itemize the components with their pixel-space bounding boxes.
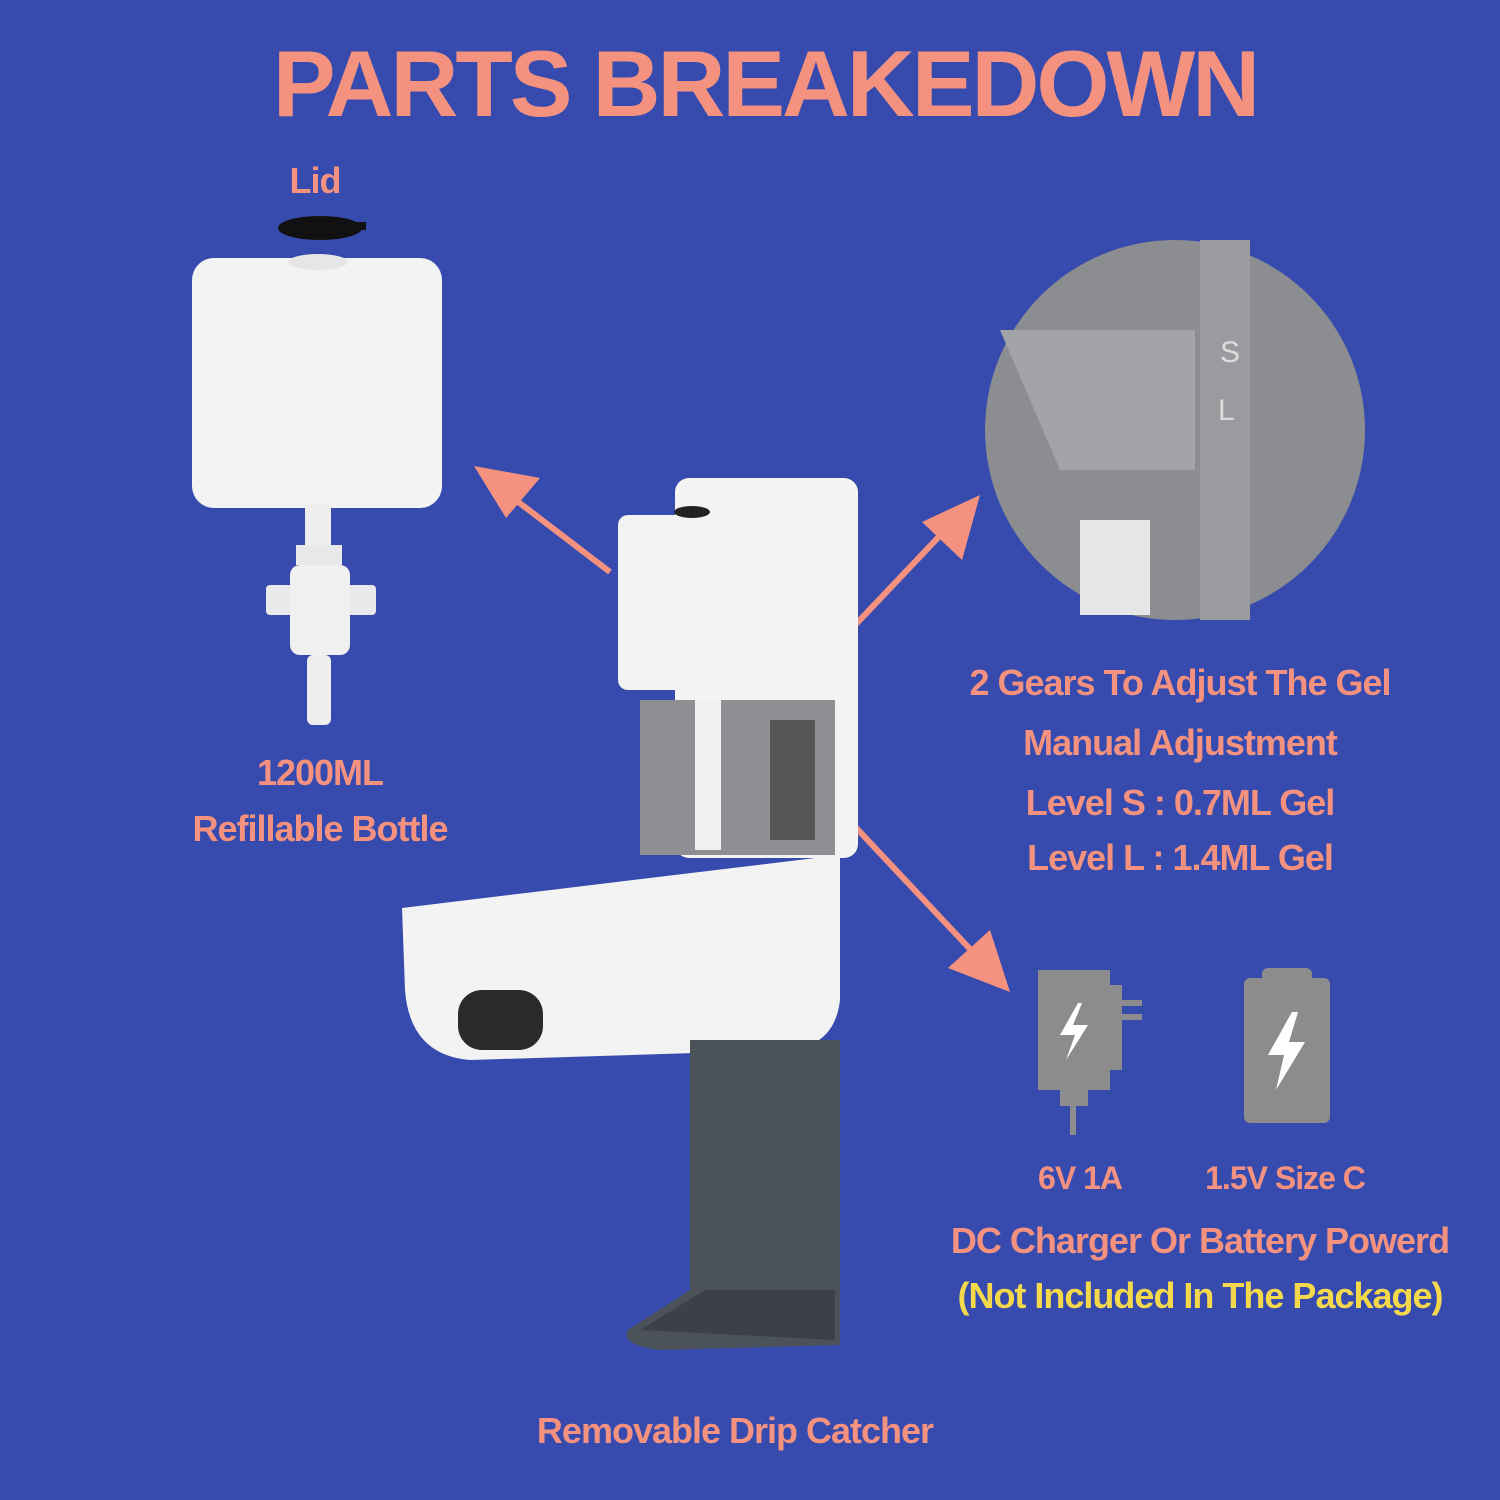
level-s-mark: S <box>1220 336 1240 369</box>
gears-label: 2 Gears To Adjust The Gel <box>969 662 1391 703</box>
charger-icon <box>1038 970 1142 1135</box>
bottle-capacity-label: 1200ML <box>256 752 384 793</box>
drip-catcher-image <box>626 1040 840 1350</box>
gear-zoom-image <box>985 240 1365 620</box>
dispenser-image <box>402 478 858 1060</box>
level-s-label: Level S : 0.7ML Gel <box>1025 782 1335 823</box>
manual-adjustment-label: Manual Adjustment <box>1023 722 1338 763</box>
lid-image <box>278 216 366 240</box>
drip-catcher-label: Removable Drip Catcher <box>536 1410 934 1451</box>
lid-label: Lid <box>289 160 342 201</box>
bottle-name-label: Refillable Bottle <box>192 808 448 849</box>
charger-spec-label: 6V 1A <box>1038 1160 1123 1196</box>
not-included-label: (Not Included In The Package) <box>957 1275 1443 1316</box>
page-title: PARTS BREAKEDOWN <box>272 31 1260 136</box>
level-l-mark: L <box>1218 394 1235 427</box>
bottle-image <box>192 254 442 725</box>
power-label: DC Charger Or Battery Powerd <box>950 1220 1450 1261</box>
battery-spec-label: 1.5V Size C <box>1205 1160 1366 1196</box>
level-l-label: Level L : 1.4ML Gel <box>1027 837 1334 878</box>
battery-icon <box>1244 968 1330 1123</box>
